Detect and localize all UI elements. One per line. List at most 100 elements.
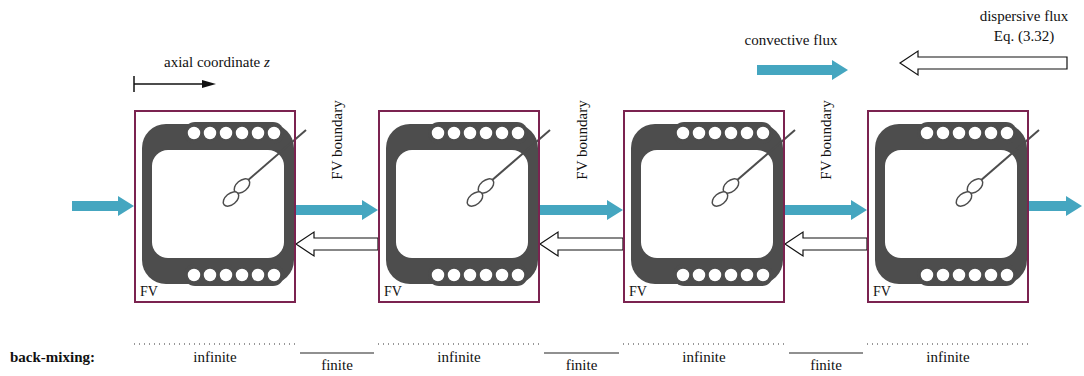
boundary-label: FV boundary [817,100,835,179]
coil-turn [219,126,233,140]
coil-band [917,122,1017,144]
coil-turn [187,126,201,140]
infinite-bar [378,343,540,344]
finite-bar [300,352,374,353]
finite-volume-box: FV [623,110,785,303]
coil-turn [203,126,217,140]
axis-label: axial coordinate z [164,53,270,71]
stirred-tank [631,122,795,286]
infinite-bar [623,343,785,344]
infinite-bar [134,343,296,344]
coil-turn [251,126,265,140]
stirred-tank [875,122,1039,286]
coil-turn [708,268,722,282]
dispersive-flux-arrow [785,232,867,256]
coil-turn [463,126,477,140]
coil-turn [1000,126,1014,140]
coil-turn [495,268,509,282]
coil-turn [968,126,982,140]
coil-turn [756,126,770,140]
axis-arrowhead [202,80,216,88]
coil-turn [431,268,445,282]
stirrer-blade [221,189,242,209]
coil-turn [511,126,525,140]
convective-flux-arrow [296,200,378,220]
coil-turn [984,126,998,140]
row-heading: back-mixing: [10,348,95,366]
back-mixing-value: finite [566,356,598,374]
coil-band [673,122,773,144]
coil-turn [251,268,265,282]
back-mixing-value: infinite [437,348,480,366]
back-mixing-value: finite [321,356,353,374]
finite-bar [789,352,863,353]
dispersive-flux-arrow [540,232,623,256]
stirred-tank [386,122,550,286]
legend-text: dispersive flux Eq. (3.32) [974,6,1074,46]
volume-label: FV [873,284,891,300]
coil-turn [740,268,754,282]
coil-turn [511,268,525,282]
coil-turn [235,268,249,282]
coil-band [673,264,773,286]
coil-turn [936,126,950,140]
infinite-bar [867,343,1029,344]
coil-turn [203,268,217,282]
coil-turn [267,126,281,140]
finite-volume-box: FV [134,110,296,303]
coil-band [428,122,528,144]
stirrer-blade [954,189,975,209]
coil-turn [187,268,201,282]
coil-turn [920,268,934,282]
stirrer-blade [710,189,731,209]
tank-wall [386,124,538,284]
back-mixing-value: infinite [682,348,725,366]
finite-volume-box: FV [867,110,1029,303]
volume-label: FV [629,284,647,300]
finite-bar [544,352,619,353]
legend-text: convective flux [721,30,861,50]
coil-turn [708,126,722,140]
coil-turn [463,268,477,282]
coil-turn [676,126,690,140]
convective-sample [757,60,848,80]
coil-turn [219,268,233,282]
stirred-tank [142,122,306,286]
coil-turn [936,268,950,282]
dispersive-sample [900,51,1067,75]
back-mixing-value: finite [810,356,842,374]
coil-turn [756,268,770,282]
volume-label: FV [140,284,158,300]
coil-turn [984,268,998,282]
outlet-arrow [1029,196,1082,216]
coil-band [184,122,284,144]
dispersive-flux-arrow [296,232,378,256]
tank-wall [631,124,783,284]
tank-wall [875,124,1027,284]
coil-turn [692,268,706,282]
finite-volume-box: FV [378,110,540,303]
coil-band [428,264,528,286]
convective-flux-arrow [785,200,867,220]
coil-turn [1000,268,1014,282]
inlet-arrow [72,196,134,216]
boundary-label: FV boundary [328,100,346,179]
coil-turn [952,126,966,140]
coil-turn [495,126,509,140]
coil-turn [431,126,445,140]
coil-band [917,264,1017,286]
coil-turn [724,126,738,140]
coil-turn [740,126,754,140]
coil-turn [447,126,461,140]
back-mixing-value: infinite [193,348,236,366]
coil-turn [920,126,934,140]
coil-turn [676,268,690,282]
coil-turn [267,268,281,282]
back-mixing-value: infinite [926,348,969,366]
boundary-label: FV boundary [573,100,591,179]
coil-turn [692,126,706,140]
coil-turn [479,268,493,282]
stirrer-blade [465,189,486,209]
